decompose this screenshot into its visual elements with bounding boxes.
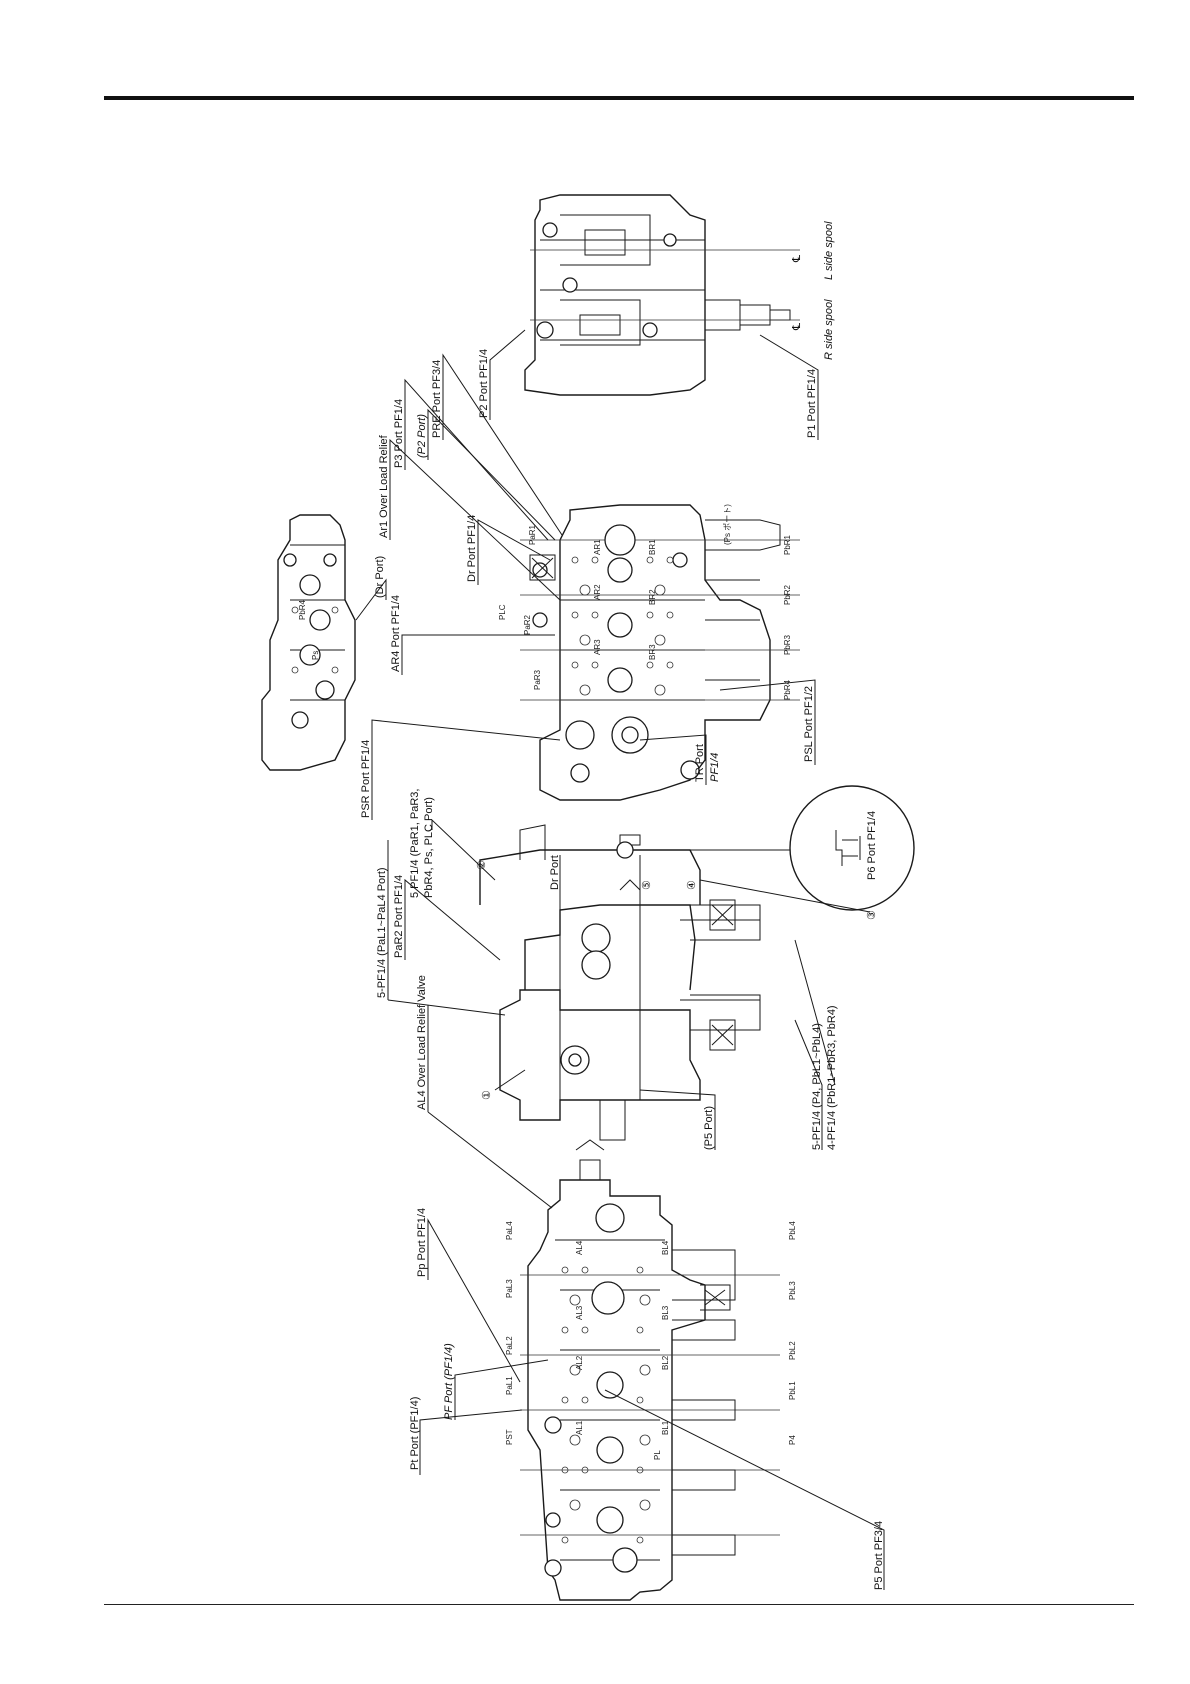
mark-4: ④ [686,880,698,890]
label-par2-port: PaR2 Port PF1/4 [393,875,405,958]
label-p2-port-paren: (P2 Port) [416,414,428,458]
label-bl3: BL3 [661,1305,670,1320]
label-tr-port: TR Port [694,744,706,782]
label-al4-relief: AL4 Over Load Relief Valve [416,975,428,1110]
label-dr-port: Dr Port PF1/4 [466,515,478,582]
centerline-mark-r: ℄ [791,323,803,331]
label-ar3: AR3 [593,639,602,655]
label-dr-port-paren: (Dr Port) [374,556,386,598]
label-p5-port: (P5 Port) [703,1106,715,1150]
label-pp-port: Pp Port PF1/4 [416,1208,428,1277]
mark-2: ② [476,860,488,870]
label-pf14-pbr: 4-PF1/4 (PbR1~PbR3, PbR4) [826,1005,838,1150]
footer-rule [104,1604,1134,1605]
label-al4: AL4 [575,1240,584,1255]
label-al1: AL1 [575,1420,584,1435]
header-rule [104,96,1134,100]
label-dr-port-mid: Dr Port [549,855,561,890]
label-al2: AL2 [575,1355,584,1370]
label-ar1: AR1 [593,539,602,555]
label-pal3: PaL3 [505,1279,514,1298]
label-pbr2: PbR2 [783,584,792,605]
mark-1: ① [481,1090,493,1100]
middle-valve-side [479,824,761,1141]
label-pf-port: PF Port (PF1/4) [443,1343,455,1420]
top-right-valve [524,194,800,396]
label-p5-port-pf34: P5 Port PF3/4 [873,1521,885,1590]
label-pbl1: PbL1 [788,1381,797,1400]
label-pal2: PaL2 [505,1336,514,1355]
label-p2-port: P2 Port PF1/4 [478,349,490,418]
p6-detail-circle [605,785,915,911]
label-pbr3: PbR3 [783,634,792,655]
label-ps-small: Ps [311,651,320,660]
label-pf14-par: 5 PF1/4 (PaR1, PaR3, [409,789,421,898]
label-pbl4: PbL4 [788,1221,797,1240]
label-p1-port: P1 Port PF1/4 [806,369,818,438]
right-valve-body [520,504,800,801]
label-br3: BR3 [648,644,657,660]
label-pst: PST [505,1429,514,1445]
label-pbr1: PbR1 [783,534,792,555]
label-tr-port-size: PF1/4 [709,753,721,782]
label-psl-port: PSL Port PF1/2 [803,686,815,762]
label-br1: BR1 [648,539,657,555]
label-br2: BR2 [648,589,657,605]
label-p3-port: P3 Port PF1/4 [393,399,405,468]
label-pal1: PaL1 [505,1376,514,1395]
label-par3: PaR3 [533,669,542,690]
label-pal4: PaL4 [505,1221,514,1240]
label-ar2: AR2 [593,584,602,600]
label-bl1: BL1 [661,1420,670,1435]
label-ar1-relief: Ar1 Over Load Relief [378,434,390,538]
mark-3: ③ [866,910,878,920]
centerline-mark-l: ℄ [791,255,803,263]
label-ps-port: (Ps ポート) [723,504,732,545]
label-p6-port: P6 Port PF1/4 [866,811,878,880]
label-al3: AL3 [575,1305,584,1320]
label-par2: PaR2 [523,614,532,635]
label-plc: PLC [498,604,507,620]
label-l-side-spool: L side spool [823,221,835,280]
label-pbr4-small: PbR4 [298,599,307,620]
top-left-valve-view [261,514,356,771]
label-pt-port: Pt Port (PF1/4) [409,1397,421,1470]
label-pbr4: PbR4 [783,679,792,700]
label-r-side-spool: R side spool [823,299,835,360]
label-p4: P4 [788,1435,797,1445]
label-ar4-port: AR4 Port PF1/4 [390,595,402,672]
label-pbl2: PbL2 [788,1341,797,1360]
label-pf14-p4: 5-PF1/4 (P4, PbL1~PbL4) [811,1023,823,1150]
label-par1: PaR1 [528,524,537,545]
label-pf14-par-b: PbR4, Ps, PLC Port) [423,797,435,898]
label-pf14-pal: 5-PF1/4 (PaL1~PaL4 Port) [376,867,388,998]
label-pbl3: PbL3 [788,1281,797,1300]
label-pre-port: PRE Port PF3/4 [431,360,443,438]
mark-5: ⑤ [641,880,653,890]
label-psr-port: PSR Port PF1/4 [360,740,372,818]
label-pl: PL [653,1450,662,1460]
left-valve-body [520,1139,780,1601]
label-bl4: BL4 [661,1240,670,1255]
label-bl2: BL2 [661,1355,670,1370]
